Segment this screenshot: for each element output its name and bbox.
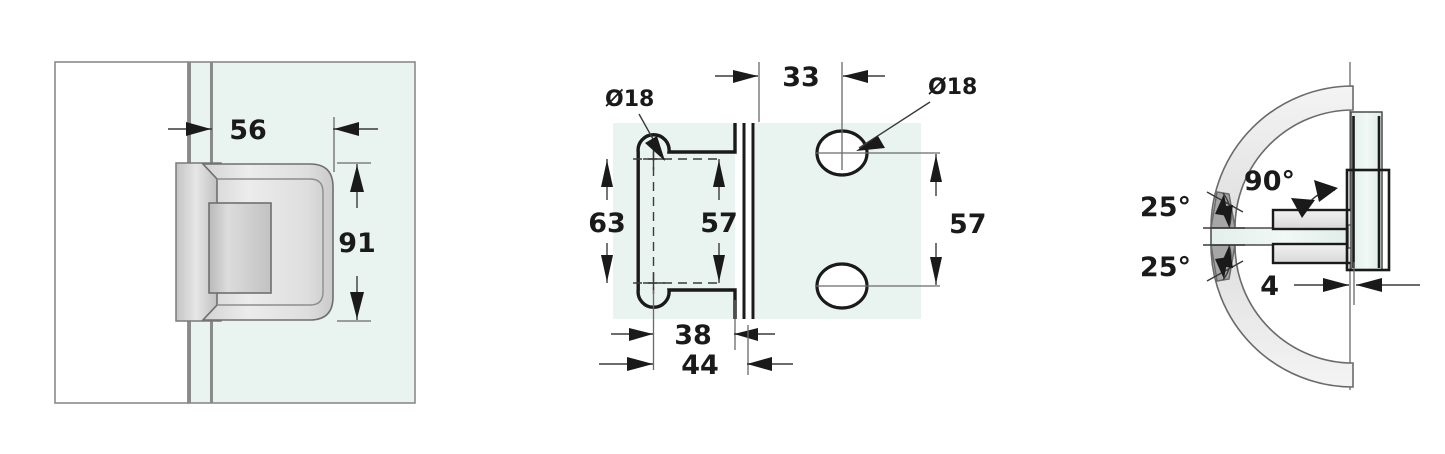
dim-d18-right-label: Ø18 (928, 75, 977, 100)
dim-25-top-arrow-b (1220, 205, 1233, 227)
dim-38-group: 38 (611, 290, 775, 370)
dim-38-arrow-left (629, 328, 653, 341)
dim-90-label: 90° (1244, 166, 1295, 197)
swing-angle-plan-view: 25° 25° 90° 4 (1140, 62, 1420, 390)
wall-panel (54, 61, 189, 404)
glass-edge-lines (742, 123, 755, 319)
dim-44-arrow-left (627, 357, 653, 371)
fixed-glass-panel-group (1345, 111, 1391, 272)
door-glass-leaf (1210, 227, 1361, 246)
dim-91-label: 91 (338, 228, 376, 259)
dim-25-bottom-group: 25° (1140, 244, 1245, 283)
dim-44-arrow-right (747, 357, 772, 371)
dim-4-group: 4 (1260, 262, 1420, 305)
drilled-holes-group (815, 62, 940, 310)
dim-57-right-arrow-bottom (930, 257, 942, 284)
dim-4-arrow-left (1323, 278, 1349, 292)
dim-63-label: 63 (588, 208, 626, 239)
dim-90-arrow-down (1291, 198, 1315, 218)
dim-56-arrow-right (334, 122, 359, 136)
dim-57-left-arrow-top (713, 160, 725, 187)
dim-63-arrow-top (601, 160, 613, 187)
cutout-glass-panel (613, 123, 735, 319)
dim-63-group: 63 (588, 159, 626, 283)
dim-56-arrow-left (186, 122, 211, 136)
dim-57-left-label: 57 (700, 208, 738, 239)
dim-44-label: 44 (681, 350, 719, 381)
dim-33-arrow-left (733, 70, 758, 83)
dim-25-bottom-arrow-b (1215, 257, 1228, 279)
hinge-assembly-front (175, 162, 334, 322)
hinge-pivot-boss (208, 202, 272, 294)
dim-4-label: 4 (1260, 271, 1279, 302)
dim-33-label: 33 (782, 62, 820, 93)
dim-4-arrow-right (1356, 278, 1382, 292)
dim-d18-right-leader (858, 101, 931, 149)
hinge-arm-plan (1271, 208, 1367, 265)
dim-33-group: 33 (715, 62, 885, 122)
dim-d18-left-label: Ø18 (605, 87, 654, 112)
dim-57-left-arrow-bottom (713, 255, 725, 282)
dim-57-left-group: 57 (700, 159, 738, 283)
dim-25-top-group: 25° (1140, 191, 1245, 229)
dim-44-group: 44 (599, 325, 793, 381)
dim-d18-left-arrow (645, 136, 665, 161)
dim-d18-right-group: Ø18 (856, 75, 977, 151)
front-elevation-view: 56 91 (54, 61, 416, 404)
dim-33-arrow-right (843, 70, 868, 83)
dim-56-label: 56 (229, 115, 267, 146)
dim-25-bottom-label: 25° (1140, 252, 1191, 283)
dim-91-group: 91 (337, 162, 376, 322)
dim-90-arrow-right (1314, 180, 1338, 202)
dim-57-right-label: 57 (949, 209, 987, 240)
dim-d18-right-arrow (856, 136, 885, 151)
cutout-outline (636, 123, 737, 319)
dim-56-group: 56 (168, 115, 378, 172)
dim-90-group: 90° (1244, 166, 1338, 218)
dim-63-arrow-bottom (601, 255, 613, 282)
cutout-glass-group (613, 123, 921, 319)
dim-57-right-group: 57 (930, 154, 987, 285)
hinge-body-inner-edge (217, 178, 324, 306)
fixed-glass-panel (1350, 111, 1383, 271)
dim-d18-left-group: Ø18 (605, 87, 665, 161)
cutout-profile (633, 123, 737, 319)
hinge-wall-bracket-plan (1345, 168, 1391, 272)
dim-38-arrow-right (734, 328, 758, 341)
dim-91-arrow-bottom (350, 292, 364, 319)
dim-25-top-label: 25° (1140, 192, 1191, 223)
dim-38-label: 38 (674, 320, 712, 351)
dim-57-right-arrow-top (930, 155, 942, 182)
dim-91-arrow-top (350, 165, 364, 192)
glass-cutout-and-hole-pattern-view: Ø18 Ø18 63 57 (588, 62, 987, 381)
